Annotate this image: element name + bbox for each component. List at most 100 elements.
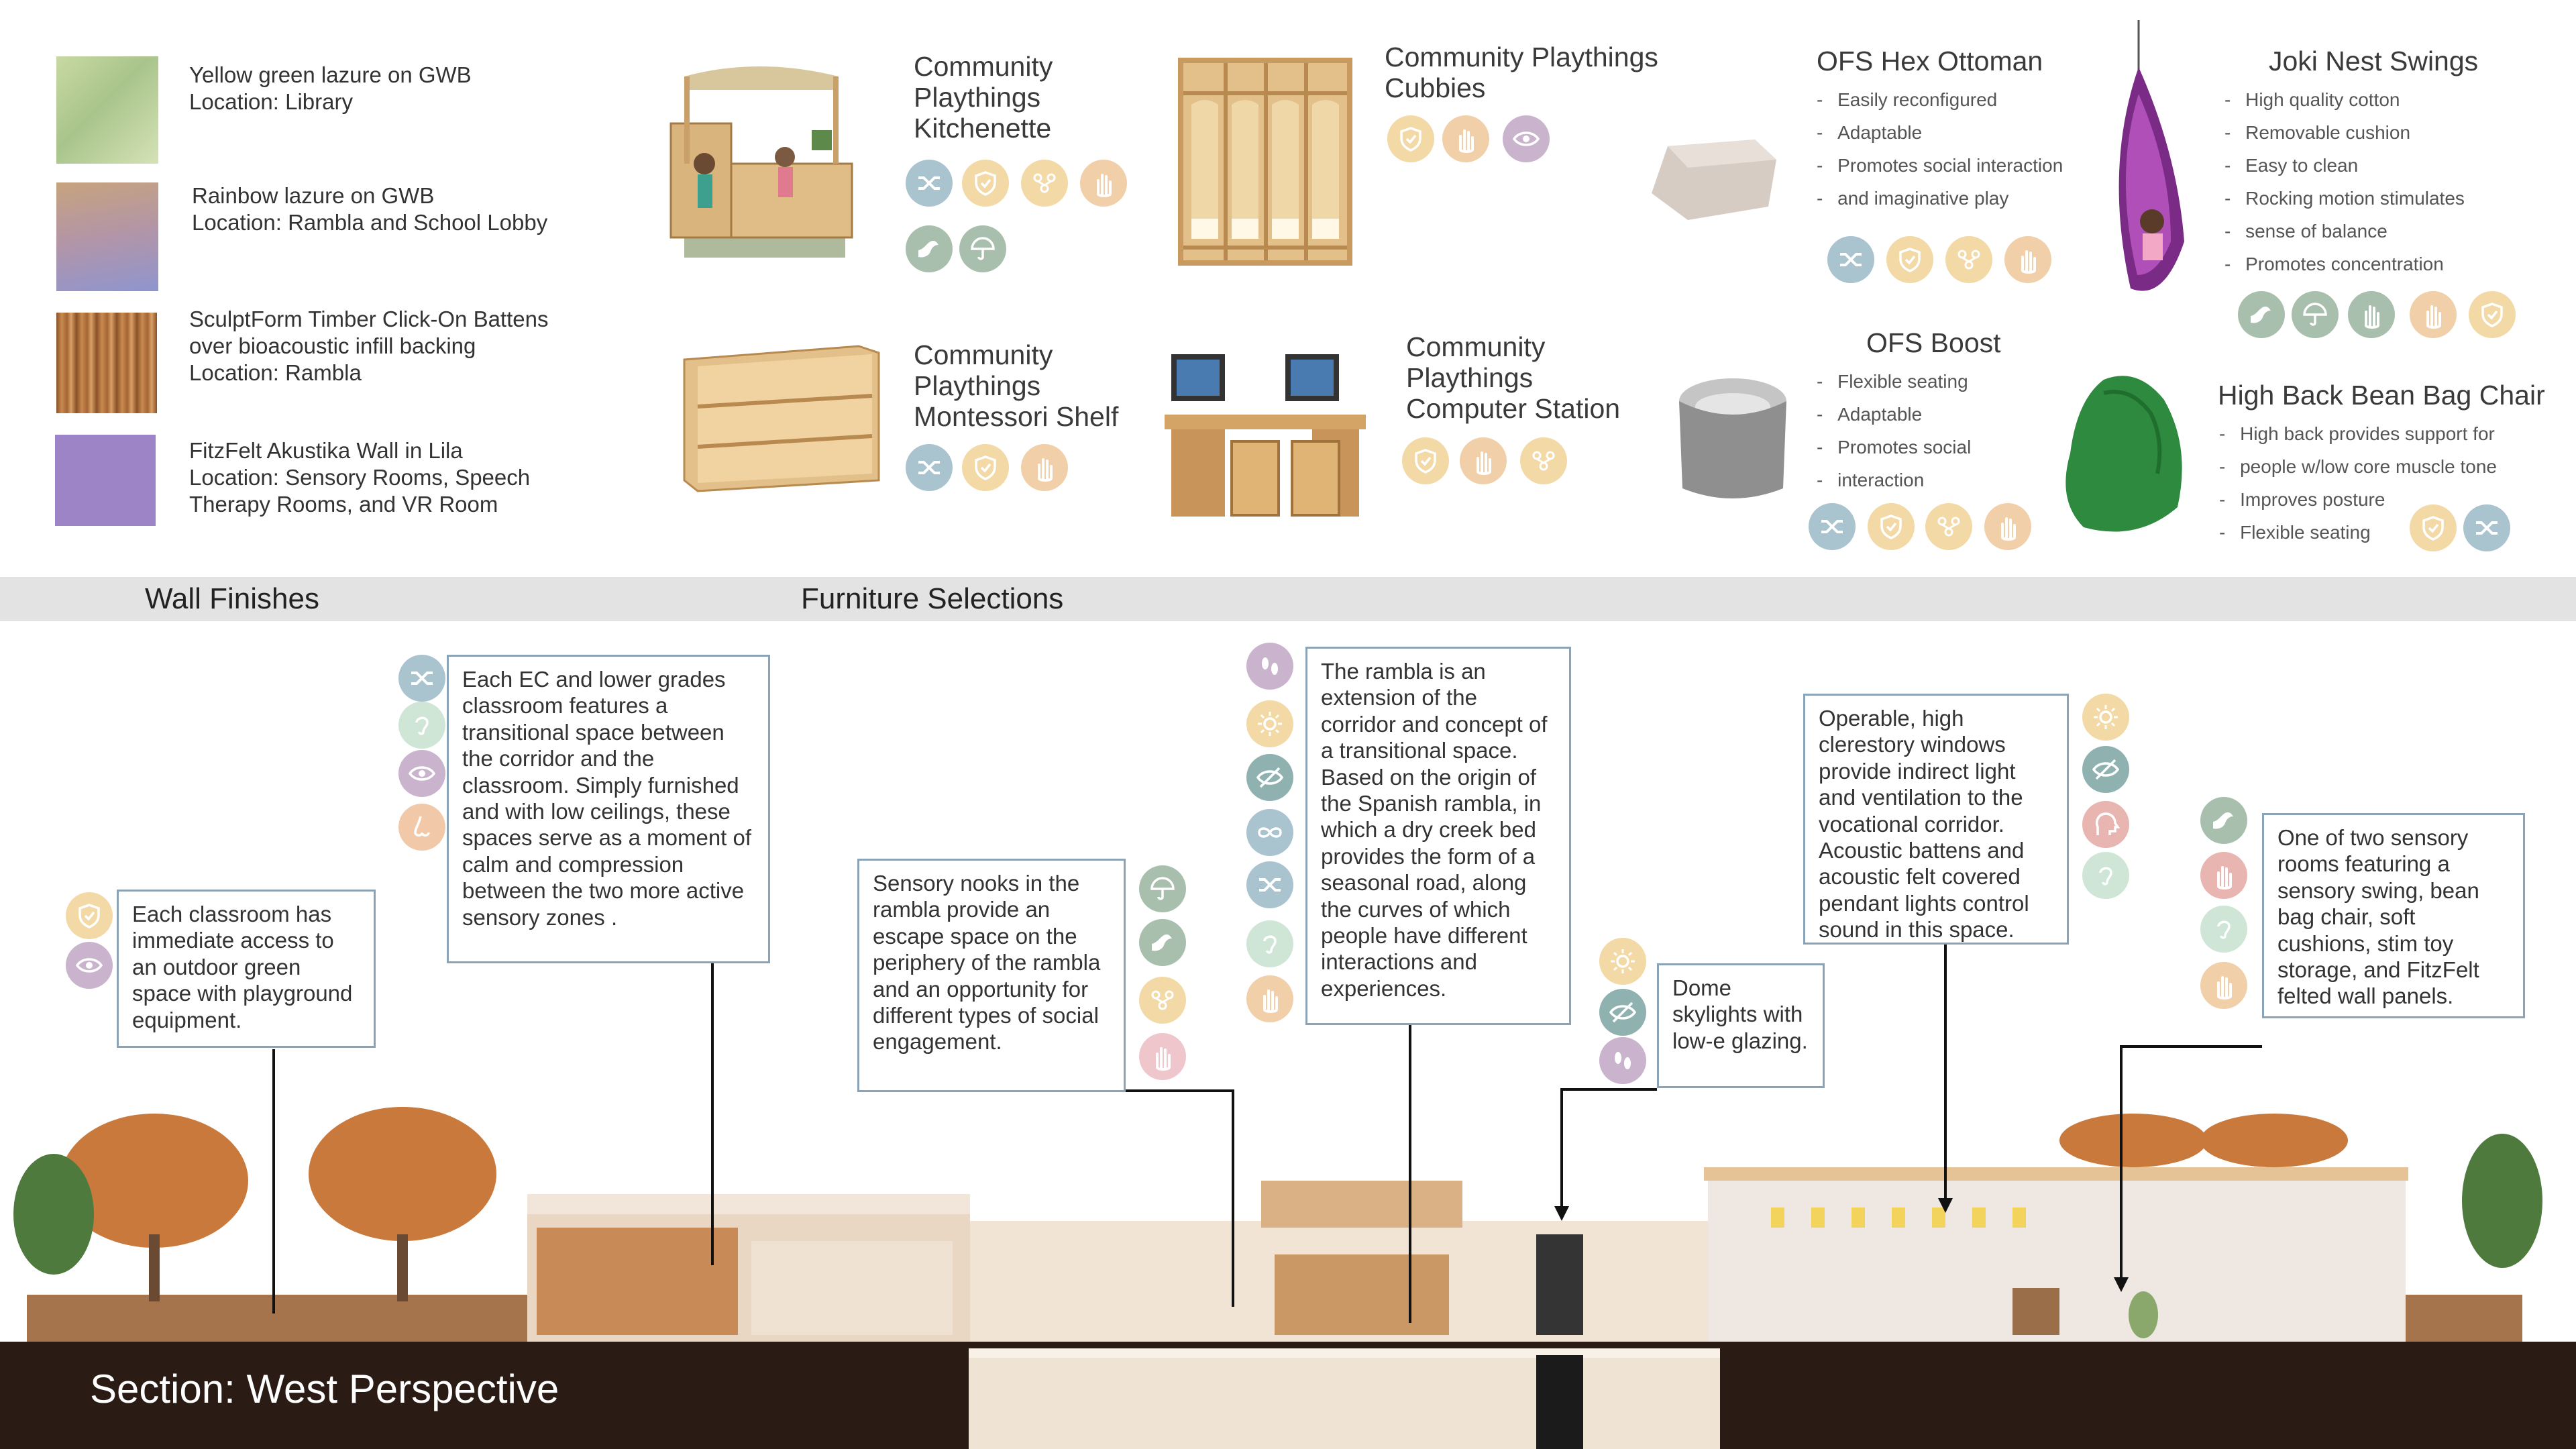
sun-icon [1599, 938, 1646, 985]
feature-item: Rocking motion stimulates [2224, 182, 2465, 215]
callout-dome-skylights: Dome skylights with low-e glazing. [1657, 963, 1825, 1088]
product-title-ofs-boost: OFS Boost [1866, 327, 2001, 358]
shield-icon [1387, 115, 1434, 162]
finish-1-name: Yellow green lazure on GWB [189, 62, 472, 87]
hand-icon [1460, 437, 1507, 484]
furniture-selections-heading: Furniture Selections [801, 582, 1064, 615]
kitchenette-image [669, 66, 853, 258]
umbrella-icon [2292, 291, 2339, 338]
ear-icon [2200, 906, 2247, 953]
joki-nest-swing-image [2118, 20, 2184, 291]
eye-icon [1503, 115, 1550, 162]
infinity-icon [1246, 809, 1293, 856]
swatch-rainbow-lazure [56, 182, 158, 291]
product-title-cubbies: Community Playthings Cubbies [1385, 42, 1658, 103]
swatch-timber-battens [56, 313, 157, 413]
eyeslash-icon [2082, 746, 2129, 793]
shuffle-icon [1246, 861, 1293, 908]
eyeslash-icon [1599, 989, 1646, 1036]
product-title-bean-bag-chair: High Back Bean Bag Chair [2218, 380, 2545, 411]
feature-item: Easily reconfigured [1817, 83, 2063, 116]
product-title-joki-nest-swings: Joki Nest Swings [2269, 46, 2479, 76]
feature-item: High back provides support for [2219, 417, 2497, 450]
sun-icon [2082, 694, 2129, 741]
feet-icon [1599, 1037, 1646, 1084]
product-title-kitchenette: Community Playthings Kitchenette [914, 51, 1053, 144]
montessori-shelf-image [683, 345, 880, 492]
hand-icon [2348, 291, 2395, 338]
finish-2-name: Rainbow lazure on GWB [192, 183, 435, 208]
cubbies-image [1178, 58, 1352, 266]
hand-icon [2410, 291, 2457, 338]
hand-icon [1442, 115, 1489, 162]
hand-icon [1984, 503, 2031, 550]
finish-3-location: Location: Rambla [189, 360, 362, 385]
feet-icon [1246, 643, 1293, 690]
bean-bag-image [2065, 376, 2182, 532]
feature-item: Flexible seating [2219, 516, 2497, 549]
feature-item: interaction [1817, 464, 1971, 496]
swatch-yellow-green-lazure [56, 56, 158, 164]
feature-item: High quality cotton [2224, 83, 2465, 116]
shield-icon [1868, 503, 1915, 550]
feature-item: Promotes concentration [2224, 248, 2465, 280]
hex-ottoman-image [1652, 140, 1776, 220]
product-title-montessori-shelf: Community Playthings Montessori Shelf [914, 339, 1119, 432]
hand-icon [2004, 236, 2051, 283]
leader-line [711, 963, 714, 1265]
finish-4-name: FitzFelt Akustika Wall in Lila [189, 438, 463, 463]
finish-3-name: SculptForm Timber Click-On Battens over … [189, 307, 549, 358]
finish-1-location: Location: Library [189, 89, 353, 114]
head-icon [2082, 801, 2129, 848]
leader-line [1560, 1088, 1657, 1091]
leader-line [1232, 1089, 1234, 1307]
finish-4-location: Location: Sensory Rooms, Speech Therapy … [189, 465, 531, 517]
eye-icon [398, 750, 445, 797]
shield-icon [962, 444, 1009, 491]
feature-item: Improves posture [2219, 483, 2497, 516]
people-icon [1021, 160, 1068, 207]
shield-icon [962, 160, 1009, 207]
callout-rambla: The rambla is an extension of the corrid… [1305, 647, 1571, 1025]
callout-transitional-space: Each EC and lower grades classroom featu… [447, 655, 770, 963]
callout-classroom-outdoor: Each classroom has immediate access to a… [117, 890, 376, 1048]
people-icon [1945, 236, 1992, 283]
hand-icon [1080, 160, 1127, 207]
feature-item: Adaptable [1817, 398, 1971, 431]
shield-icon [2469, 291, 2516, 338]
hex-ottoman-features: Easily reconfigured Adaptable Promotes s… [1817, 83, 2063, 215]
feature-item: Easy to clean [2224, 149, 2465, 182]
shuffle-icon [906, 444, 953, 491]
section-title: Section: West Perspective [90, 1366, 559, 1411]
feature-item: Flexible seating [1817, 365, 1971, 398]
leader-line [1560, 1088, 1563, 1209]
hand-icon [1246, 975, 1293, 1022]
shield-icon [1402, 437, 1449, 484]
nose-icon [398, 804, 445, 851]
feature-item: Adaptable [1817, 116, 2063, 149]
people-icon [1925, 503, 1972, 550]
hand-icon [2200, 852, 2247, 899]
umbrella-icon [1139, 865, 1186, 912]
building-section-drawing [0, 1107, 2576, 1449]
shuffle-icon [906, 160, 953, 207]
shuffle-icon [398, 655, 445, 702]
computer-station-image [1165, 354, 1366, 517]
hand-icon [1139, 1033, 1186, 1080]
people-icon [1139, 977, 1186, 1024]
bean-bag-features: High back provides support for people w/… [2219, 417, 2497, 549]
bird-icon [2238, 291, 2285, 338]
ear-icon [1246, 920, 1293, 967]
bird-icon [1139, 919, 1186, 966]
leader-arrow [2114, 1277, 2129, 1292]
leader-line [1409, 1025, 1411, 1323]
shuffle-icon [1809, 503, 1856, 550]
eyeslash-icon [1246, 754, 1293, 801]
leader-line [2120, 1045, 2123, 1280]
callout-sensory-rooms: One of two sensory rooms featuring a sen… [2262, 813, 2525, 1018]
product-title-computer-station: Community Playthings Computer Station [1406, 331, 1621, 424]
umbrella-icon [959, 225, 1006, 272]
shuffle-icon [1827, 236, 1874, 283]
feature-item: Promotes social interaction [1817, 149, 2063, 182]
ear-icon [398, 702, 445, 749]
